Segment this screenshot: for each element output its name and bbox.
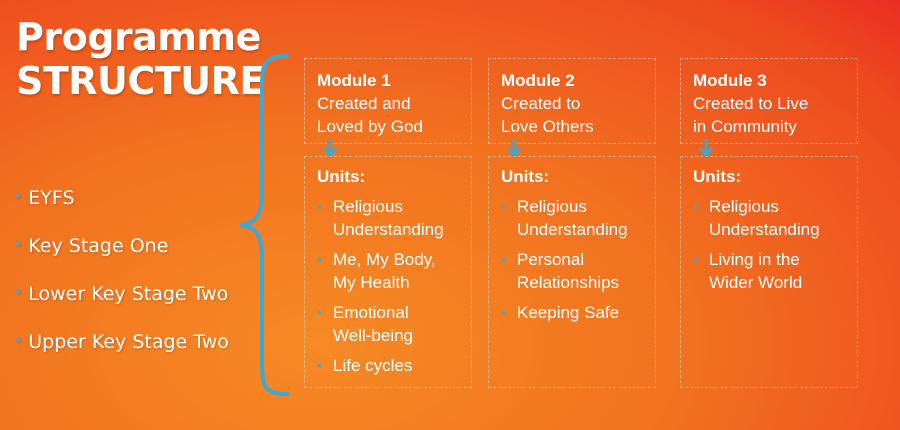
stage-item: • EYFS xyxy=(14,183,229,231)
unit-line: Understanding xyxy=(333,220,444,239)
unit-line: Personal xyxy=(517,250,585,269)
unit-line: Religious xyxy=(517,197,587,216)
curly-brace-icon xyxy=(239,54,289,396)
units-label: Units: xyxy=(317,167,366,186)
stage-label: Upper Key Stage Two xyxy=(28,331,229,353)
programme-structure-title: Programme STRUCTURE xyxy=(16,18,265,100)
unit-line: Emotional xyxy=(333,303,409,322)
bullet-icon: • xyxy=(317,305,322,320)
bullet-icon: • xyxy=(14,189,23,205)
module-2-subtitle-line-2: Love Others xyxy=(501,117,594,136)
module-2-header-box: Module 2 Created to Love Others xyxy=(488,58,656,144)
unit-line: Me, My Body, xyxy=(333,250,436,269)
bullet-icon: • xyxy=(14,333,23,349)
unit-line: My Health xyxy=(333,273,410,292)
unit-item: • Life cycles xyxy=(317,354,459,377)
module-3-header-box: Module 3 Created to Live in Community xyxy=(680,58,858,144)
unit-item: • Keeping Safe xyxy=(501,301,643,324)
key-stages-list: • EYFS • Key Stage One • Lower Key Stage Tw… xyxy=(14,183,229,375)
bullet-icon: • xyxy=(14,285,23,301)
module-2-column: Module 2 Created to Love Others Units: •… xyxy=(488,58,656,388)
unit-line: Religious xyxy=(333,197,403,216)
unit-item: • Me, My Body, My Health xyxy=(317,248,459,294)
unit-line: Wider World xyxy=(709,273,803,292)
bullet-icon: • xyxy=(501,199,506,214)
stage-label: Lower Key Stage Two xyxy=(28,283,229,305)
module-3-subtitle-line-2: in Community xyxy=(693,117,797,136)
stage-label: Key Stage One xyxy=(28,235,169,257)
unit-line: Life cycles xyxy=(333,356,413,375)
unit-line: Living in the xyxy=(709,250,800,269)
module-1-header-box: Module 1 Created and Loved by God xyxy=(304,58,472,144)
unit-line: Keeping Safe xyxy=(517,303,620,322)
bullet-icon: • xyxy=(14,237,23,253)
module-3-subtitle-line-1: Created to Live xyxy=(693,94,809,113)
bullet-icon: • xyxy=(317,199,322,214)
module-1-heading: Module 1 xyxy=(317,71,391,90)
stage-item: • Key Stage One xyxy=(14,231,229,279)
unit-line: Religious xyxy=(709,197,779,216)
module-1-subtitle-line-2: Loved by God xyxy=(317,117,423,136)
module-3-column: Module 3 Created to Live in Community Un… xyxy=(680,58,858,388)
unit-line: Well-being xyxy=(333,326,414,345)
arrow-down-icon xyxy=(322,139,338,158)
bullet-icon: • xyxy=(317,252,322,267)
bullet-icon: • xyxy=(501,252,506,267)
units-label: Units: xyxy=(693,167,742,186)
stage-item: • Lower Key Stage Two xyxy=(14,279,229,327)
module-1-column: Module 1 Created and Loved by God Units:… xyxy=(304,58,472,388)
bullet-icon: • xyxy=(501,305,506,320)
module-3-heading: Module 3 xyxy=(693,71,767,90)
module-1-subtitle-line-1: Created and xyxy=(317,94,411,113)
bullet-icon: • xyxy=(693,199,698,214)
title-line-1: Programme xyxy=(16,15,261,59)
module-2-heading: Module 2 xyxy=(501,71,575,90)
arrow-down-icon xyxy=(698,139,714,158)
unit-line: Understanding xyxy=(517,220,628,239)
stage-item: • Upper Key Stage Two xyxy=(14,327,229,375)
bullet-icon: • xyxy=(317,358,322,373)
arrow-down-icon xyxy=(506,139,522,158)
unit-line: Understanding xyxy=(709,220,820,239)
module-2-subtitle-line-1: Created to xyxy=(501,94,581,113)
bullet-icon: • xyxy=(693,252,698,267)
title-line-2: STRUCTURE xyxy=(16,59,265,103)
unit-line: Relationships xyxy=(517,273,620,292)
stage-label: EYFS xyxy=(28,187,75,209)
units-label: Units: xyxy=(501,167,550,186)
